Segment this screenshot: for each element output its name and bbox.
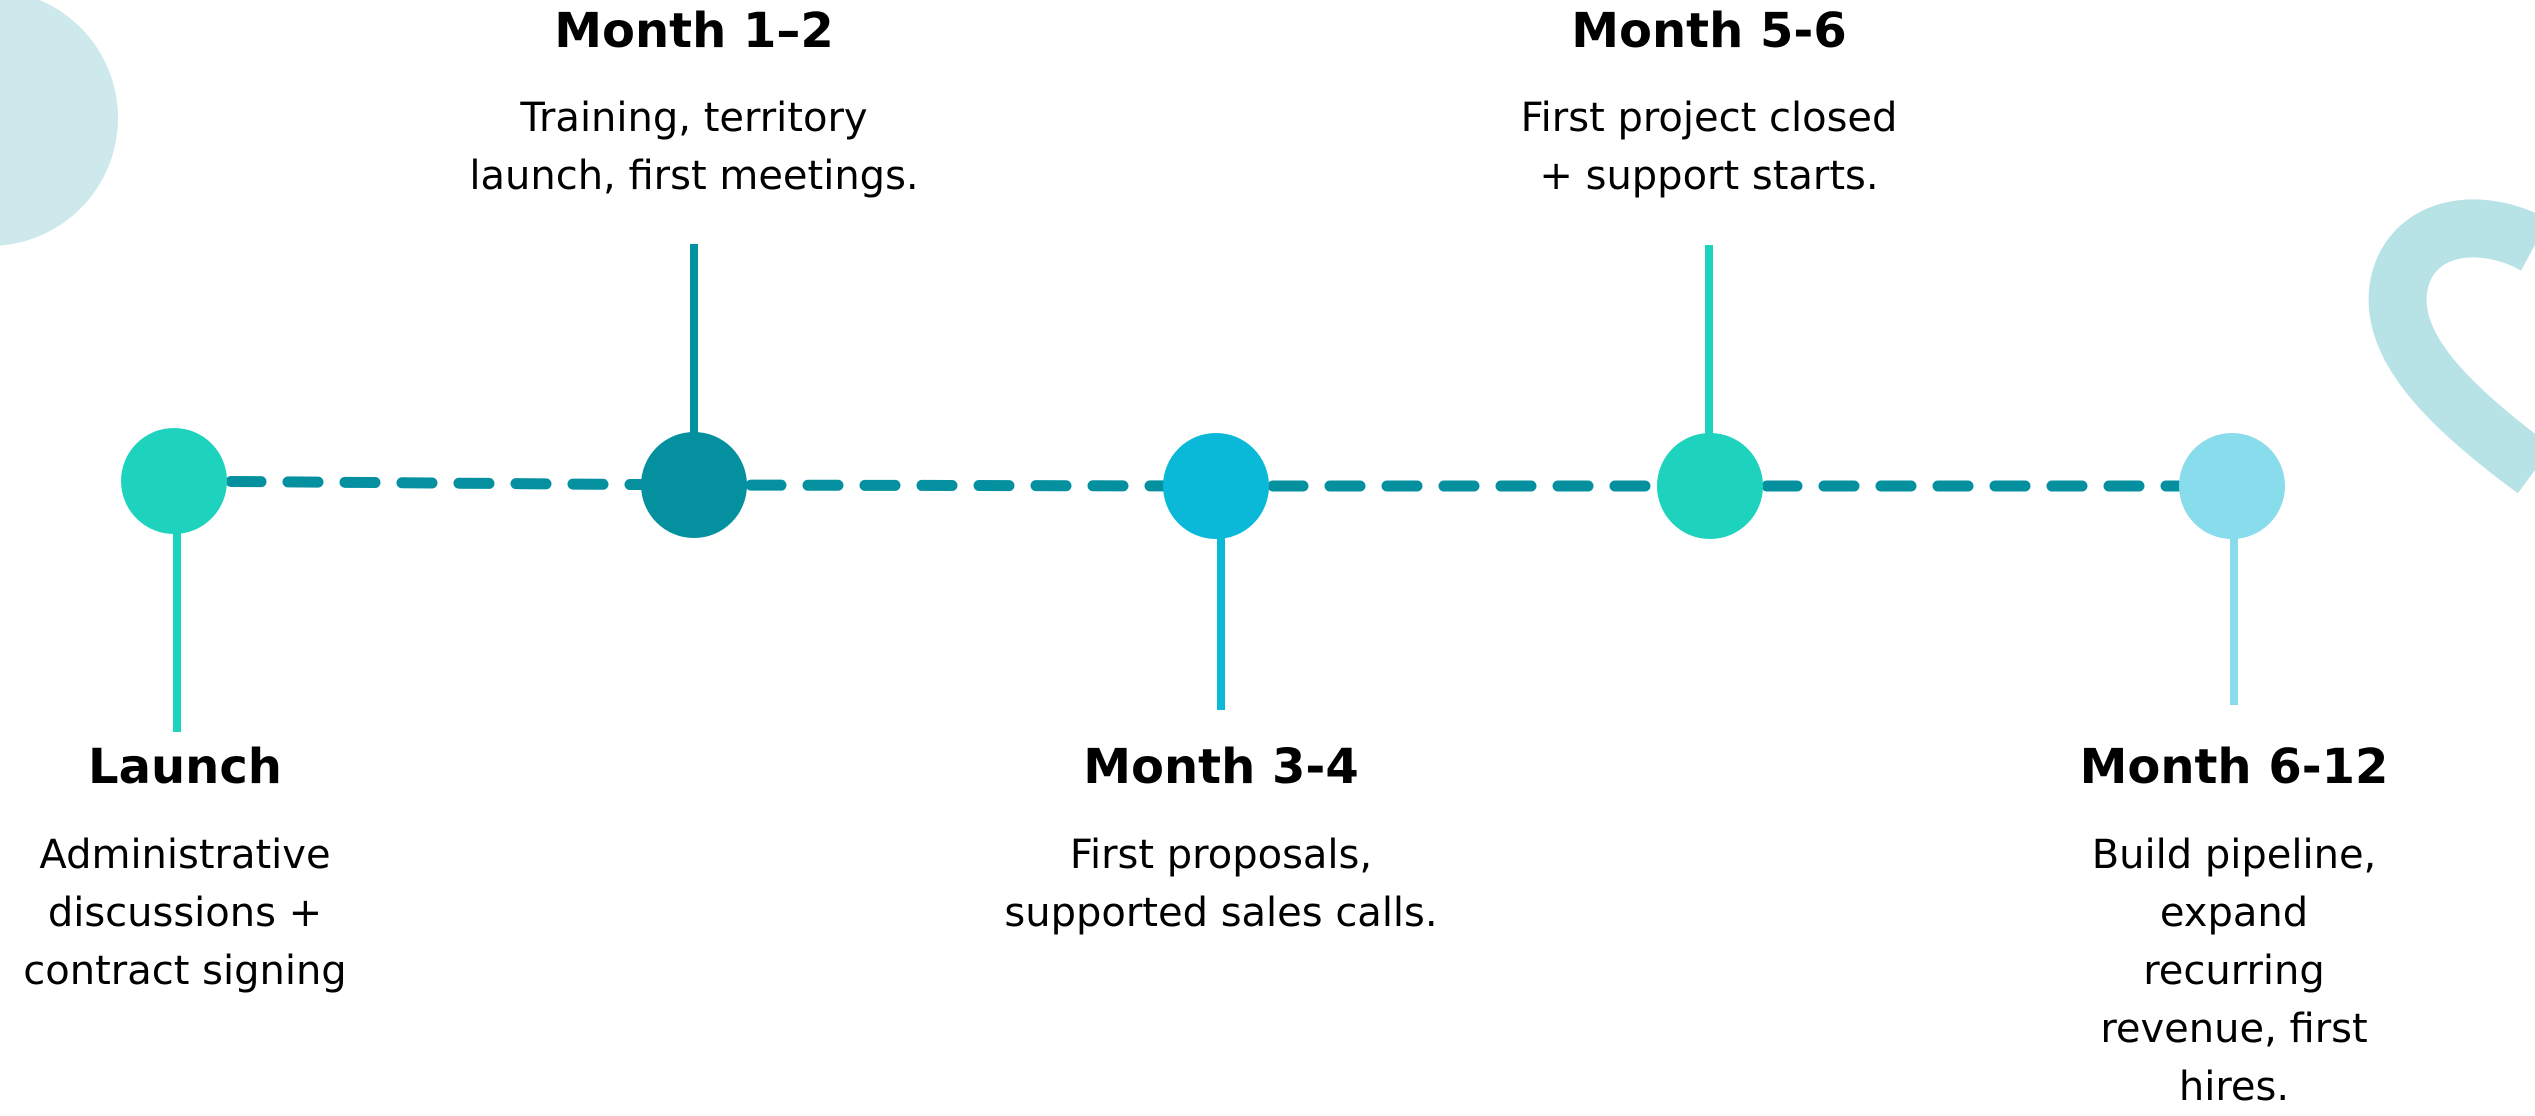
- description-line: contract signing: [23, 948, 347, 994]
- milestone-description-month-6-12: Build pipeline, expand recurring revenue…: [2084, 826, 2385, 1116]
- description-line: supported sales calls.: [1004, 890, 1438, 936]
- description-line: + support starts.: [1539, 153, 1879, 199]
- milestone-node: [121, 428, 227, 534]
- milestone-nodes: [121, 428, 2285, 539]
- description-line: First project closed: [1520, 95, 1898, 141]
- timeline-diagram: [0, 0, 2535, 732]
- milestone-title-launch: Launch: [88, 739, 282, 795]
- description-line: launch, first meetings.: [469, 153, 919, 199]
- description-line: discussions +: [47, 890, 323, 936]
- decorative-circle: [0, 0, 118, 246]
- milestone-title-month-1-2: Month 1–2: [554, 3, 834, 59]
- milestone-description-month-5-6: First project closed + support starts.: [1521, 89, 1898, 205]
- description-line: Build pipeline, expand: [2091, 832, 2377, 936]
- milestone-node: [641, 432, 747, 538]
- description-line: Administrative: [39, 832, 331, 878]
- description-line: First proposals,: [1069, 832, 1373, 878]
- milestone-description-month-1-2: Training, territory launch, first meetin…: [469, 89, 918, 205]
- milestone-description-month-3-4: First proposals, supported sales calls.: [1004, 826, 1437, 942]
- milestone-title-month-3-4: Month 3-4: [1083, 739, 1359, 795]
- milestone-node: [1163, 433, 1269, 539]
- decorative-ribbon: [2368, 199, 2535, 494]
- milestone-node: [2179, 433, 2285, 539]
- dashed-connector-segment: [688, 479, 1222, 492]
- milestone-title-month-6-12: Month 6-12: [2079, 739, 2389, 795]
- milestone-description-launch: Administrative discussions + contract si…: [23, 826, 346, 1000]
- timeline-connector: [168, 475, 2238, 492]
- description-line: recurring revenue, first hires.: [2100, 948, 2368, 1110]
- milestone-title-month-5-6: Month 5-6: [1571, 3, 1847, 59]
- description-line: Training, territory: [520, 95, 868, 141]
- milestone-node: [1657, 433, 1763, 539]
- dashed-connector-segment: [168, 475, 700, 491]
